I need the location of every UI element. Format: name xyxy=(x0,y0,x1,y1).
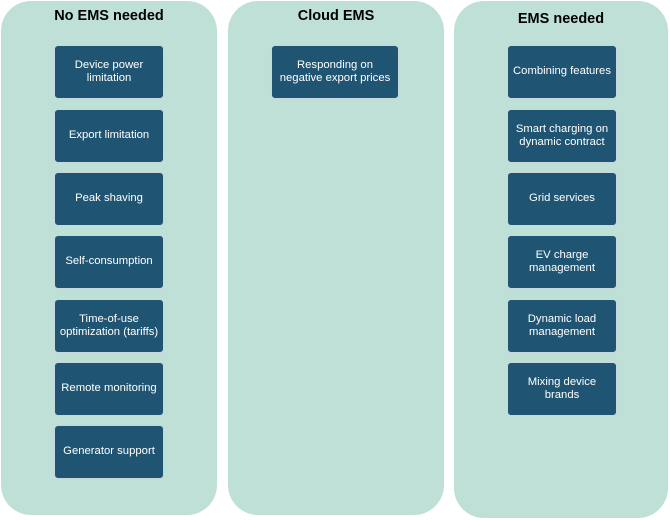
column-title: EMS needed xyxy=(517,11,605,27)
feature-box-generator-support: Generator support xyxy=(54,425,164,479)
feature-box-dynamic-load-management: Dynamic load management xyxy=(507,299,617,353)
column-cloud-ems: Cloud EMS Responding on negative export … xyxy=(228,1,444,515)
feature-box-grid-services: Grid services xyxy=(507,172,617,226)
feature-box-self-consumption: Self-consumption xyxy=(54,235,164,289)
column-ems-needed: EMS needed Combining features Smart char… xyxy=(454,1,668,518)
feature-box-combining-features: Combining features xyxy=(507,45,617,99)
column-no-ems-needed: No EMS needed Device power limitation Ex… xyxy=(1,1,217,515)
feature-box-smart-charging-on-dynamic-contract: Smart charging on dynamic contract xyxy=(507,109,617,163)
feature-box-responding-on-negative-export-prices: Responding on negative export prices xyxy=(271,45,399,99)
feature-box-remote-monitoring: Remote monitoring xyxy=(54,362,164,416)
column-title: Cloud EMS xyxy=(297,8,375,24)
feature-box-device-power-limitation: Device power limitation xyxy=(54,45,164,99)
feature-box-time-of-use-optimization: Time-of-use optimization (tariffs) xyxy=(54,299,164,353)
feature-box-ev-charge-management: EV charge management xyxy=(507,235,617,289)
column-title: No EMS needed xyxy=(54,8,164,24)
feature-box-mixing-device-brands: Mixing device brands xyxy=(507,362,617,416)
feature-box-peak-shaving: Peak shaving xyxy=(54,172,164,226)
feature-box-export-limitation: Export limitation xyxy=(54,109,164,163)
